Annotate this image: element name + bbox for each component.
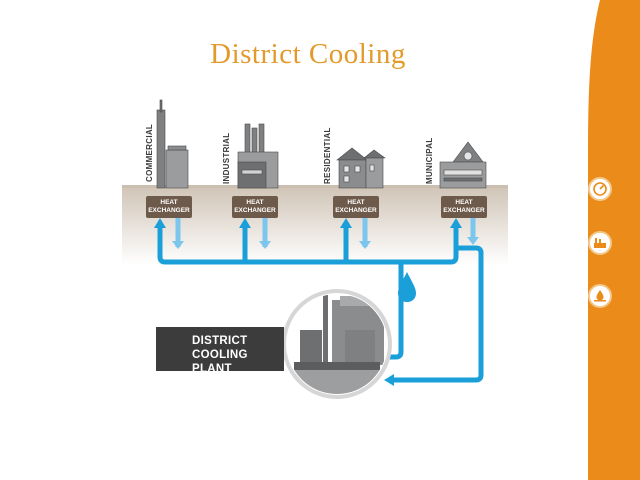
commercial-building-icon bbox=[156, 99, 189, 189]
heat-exchanger-line2: EXCHANGER bbox=[234, 207, 276, 214]
heat-exchanger-line1: HEAT bbox=[347, 199, 365, 206]
sidebar-gauge-button[interactable] bbox=[588, 177, 612, 201]
page-title: District Cooling bbox=[210, 38, 406, 70]
plant-label-line2: COOLING PLANT bbox=[192, 349, 248, 375]
sidebar-factory-button[interactable] bbox=[588, 231, 612, 255]
supply-pipes bbox=[157, 226, 484, 383]
water-drop-icon bbox=[594, 290, 606, 302]
heat-exchanger-commercial: HEAT EXCHANGER bbox=[146, 196, 192, 218]
return-arrows bbox=[172, 237, 479, 249]
label-industrial: INDUSTRIAL bbox=[222, 132, 231, 184]
district-cooling-diagram bbox=[122, 99, 508, 399]
factory-icon bbox=[594, 238, 606, 248]
heat-exchanger-line2: EXCHANGER bbox=[443, 207, 485, 214]
sidebar-panel bbox=[588, 0, 640, 480]
heat-exchanger-line1: HEAT bbox=[160, 199, 178, 206]
heat-exchanger-municipal: HEAT EXCHANGER bbox=[441, 196, 487, 218]
label-municipal: MUNICIPAL bbox=[425, 137, 434, 184]
plant-label-line1: DISTRICT bbox=[192, 335, 248, 347]
label-residential: RESIDENTIAL bbox=[323, 127, 332, 184]
heat-exchanger-industrial: HEAT EXCHANGER bbox=[232, 196, 278, 218]
municipal-building-icon bbox=[439, 141, 487, 189]
heat-exchanger-line1: HEAT bbox=[455, 199, 473, 206]
label-commercial: COMMERCIAL bbox=[145, 123, 154, 182]
industrial-building-icon bbox=[237, 123, 279, 189]
heat-exchanger-line2: EXCHANGER bbox=[335, 207, 377, 214]
heat-exchanger-residential: HEAT EXCHANGER bbox=[333, 196, 379, 218]
gauge-icon bbox=[593, 182, 607, 196]
water-drop-icon bbox=[398, 272, 416, 302]
cooling-plant-label: DISTRICT COOLING PLANT bbox=[156, 327, 284, 375]
heat-exchanger-line2: EXCHANGER bbox=[148, 207, 190, 214]
heat-exchanger-line1: HEAT bbox=[246, 199, 264, 206]
supply-arrows bbox=[154, 218, 462, 386]
residential-building-icon bbox=[336, 147, 386, 189]
sidebar-water-button[interactable] bbox=[588, 284, 612, 308]
cooling-plant-icon bbox=[282, 289, 392, 399]
